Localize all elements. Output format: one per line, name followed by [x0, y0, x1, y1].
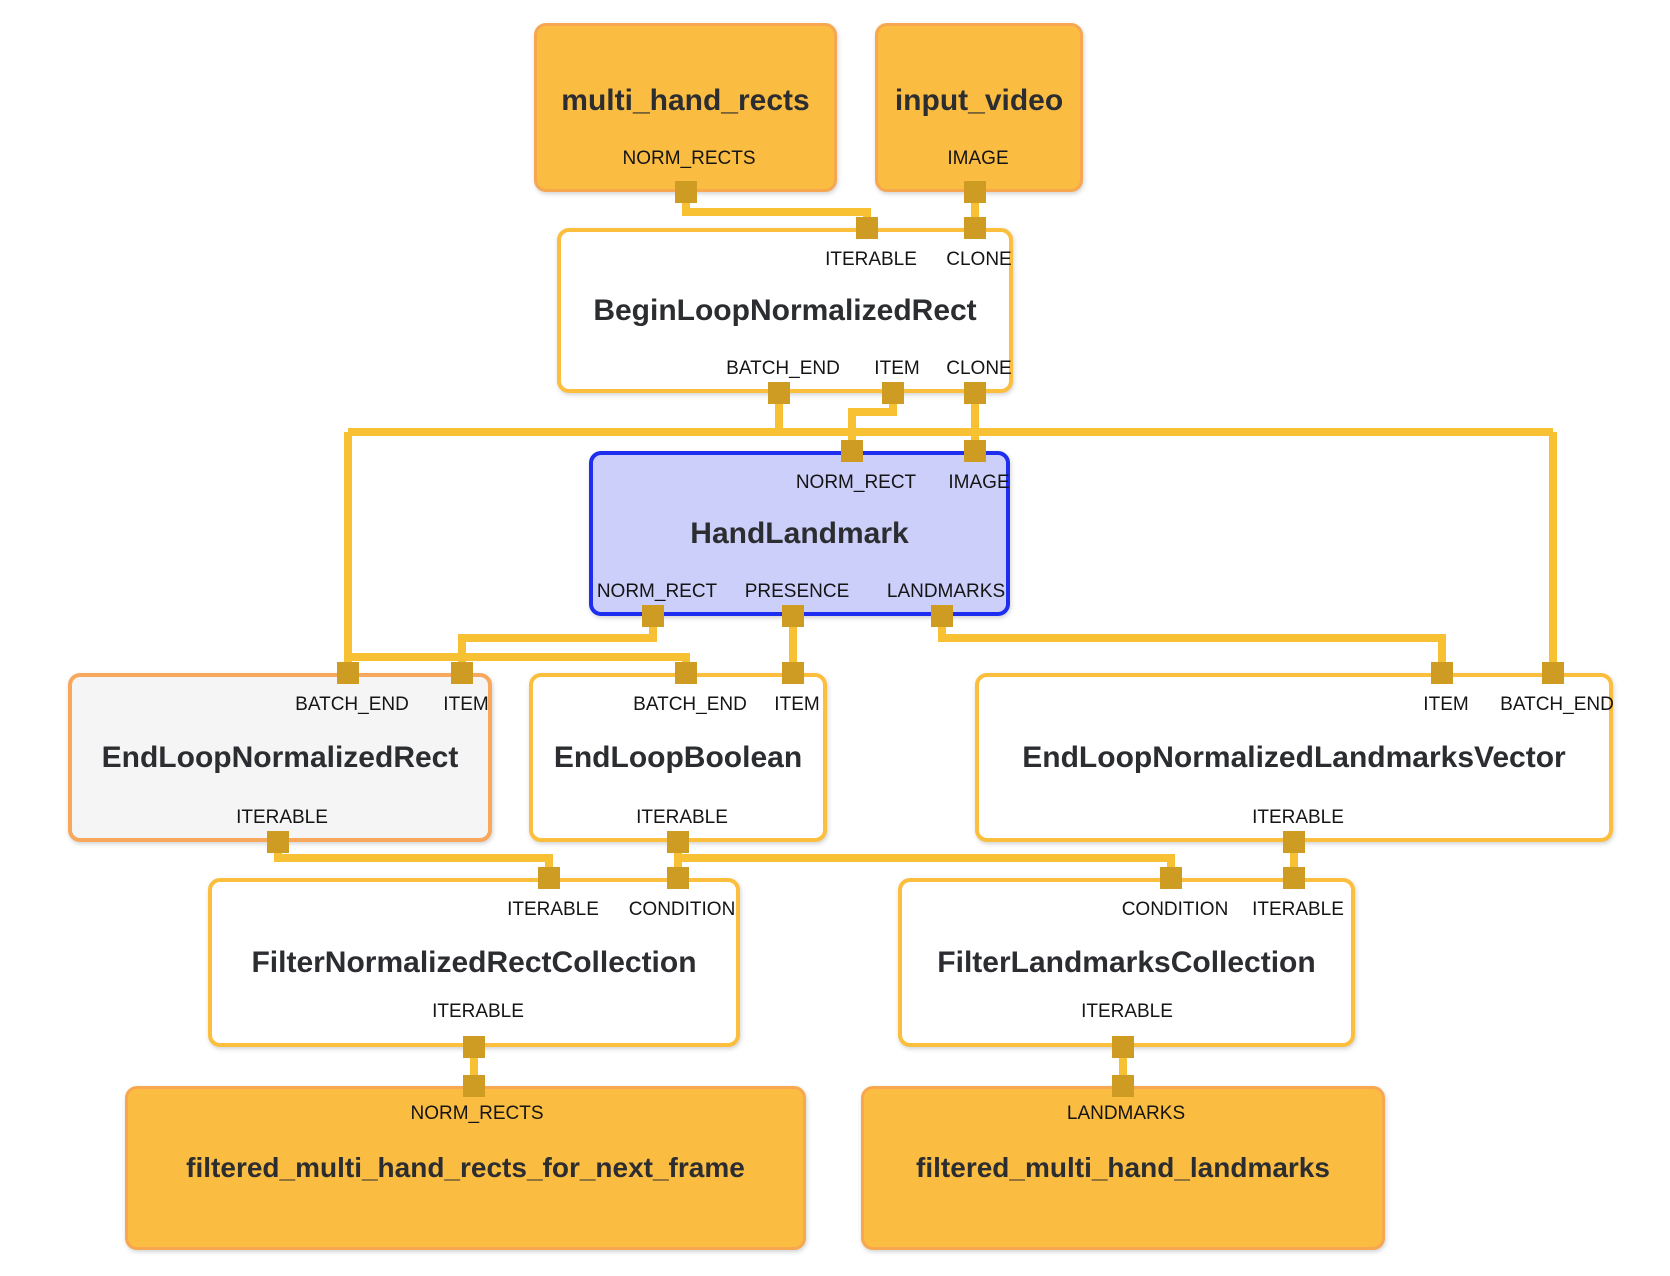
- port-label-condition: CONDITION: [628, 899, 736, 920]
- port-label-batch_end: BATCH_END: [1500, 694, 1614, 715]
- port-label-iterable: ITERABLE: [236, 807, 328, 828]
- port-label-item: ITEM: [443, 694, 489, 715]
- edge-handlandmark-landmarks-to-endloopvector-item: [938, 616, 1446, 673]
- node-title: FilterLandmarksCollection: [937, 945, 1316, 979]
- port-label-batch_end: BATCH_END: [295, 694, 409, 715]
- port-label-batch_end: BATCH_END: [633, 694, 747, 715]
- port-label-iterable: ITERABLE: [1252, 807, 1344, 828]
- node-filtered_multi_hand_rects_for_next_frame[interactable]: filtered_multi_hand_rects_for_next_frame…: [125, 1086, 806, 1250]
- node-EndLoopBoolean[interactable]: EndLoopBoolean BATCH_END ITEM ITERABLE: [529, 673, 827, 842]
- node-title: EndLoopBoolean: [553, 740, 803, 774]
- node-title: EndLoopNormalizedLandmarksVector: [1022, 740, 1566, 774]
- edge-endloopnormalizedrect-iterable-to-filter-iterable: [274, 842, 553, 878]
- port-label-item: ITEM: [1423, 694, 1469, 715]
- port-label-iterable: ITERABLE: [1081, 1001, 1173, 1022]
- port-label-presence: PRESENCE: [744, 581, 850, 602]
- node-EndLoopNormalizedLandmarksVector[interactable]: EndLoopNormalizedLandmarksVector ITEM BATC…: [975, 673, 1614, 842]
- port-label-landmarks: LANDMARKS: [886, 581, 1006, 602]
- node-title: FilterNormalizedRectCollection: [251, 945, 697, 979]
- port-label-norm_rects: NORM_RECTS: [410, 1103, 544, 1124]
- node-filtered_multi_hand_landmarks[interactable]: filtered_multi_hand_landmarks LANDMARKS: [861, 1086, 1385, 1250]
- port-label-clone: CLONE: [946, 358, 1012, 379]
- node-title: multi_hand_rects: [561, 83, 810, 117]
- node-title: EndLoopNormalizedRect: [101, 740, 459, 774]
- port-label-iterable: ITERABLE: [1252, 899, 1344, 920]
- node-BeginLoopNormalizedRect[interactable]: BeginLoopNormalizedRect ITERABLE CLONE BATC…: [557, 228, 1013, 393]
- port-label-item: ITEM: [874, 358, 920, 379]
- port-label-batch_end: BATCH_END: [726, 358, 840, 379]
- port-label-item: ITEM: [774, 694, 820, 715]
- port-label-iterable: ITERABLE: [432, 1001, 524, 1022]
- edge-beginloop-item-to-handlandmark-norm_rect: [848, 393, 897, 451]
- port-label-clone: CLONE: [946, 249, 1012, 270]
- port-label-norm_rect: NORM_RECT: [795, 472, 917, 493]
- port-label-image: IMAGE: [948, 472, 1010, 493]
- port-label-norm_rect: NORM_RECT: [596, 581, 718, 602]
- node-EndLoopNormalizedRect[interactable]: EndLoopNormalizedRect BATCH_END ITEM ITERAB…: [68, 673, 492, 842]
- port-label-image: IMAGE: [947, 148, 1009, 169]
- port-label-landmarks: LANDMARKS: [1066, 1103, 1186, 1124]
- port-label-iterable: ITERABLE: [825, 249, 917, 270]
- port-label-condition: CONDITION: [1121, 899, 1229, 920]
- port-label-norm_rects: NORM_RECTS: [622, 148, 756, 169]
- node-title: HandLandmark: [690, 516, 909, 550]
- edge-batch_end-to-endloopboolean: [348, 653, 690, 673]
- node-title: BeginLoopNormalizedRect: [593, 293, 977, 327]
- edge-multi_hand_rects-to-beginloop-iterable: [682, 192, 871, 228]
- edge-handlandmark-norm_rect-to-endloopnormalizedrect-item: [458, 616, 657, 673]
- edge-endloopboolean-iterable-to-filterlandmarks-condition: [678, 854, 1175, 878]
- port-label-iterable: ITERABLE: [636, 807, 728, 828]
- node-title: filtered_multi_hand_landmarks: [916, 1152, 1330, 1183]
- node-FilterLandmarksCollection[interactable]: FilterLandmarksCollection CONDITION ITERAB…: [898, 878, 1355, 1047]
- node-title: filtered_multi_hand_rects_for_next_frame: [186, 1152, 745, 1183]
- node-title: input_video: [894, 83, 1064, 117]
- port-label-iterable: ITERABLE: [507, 899, 599, 920]
